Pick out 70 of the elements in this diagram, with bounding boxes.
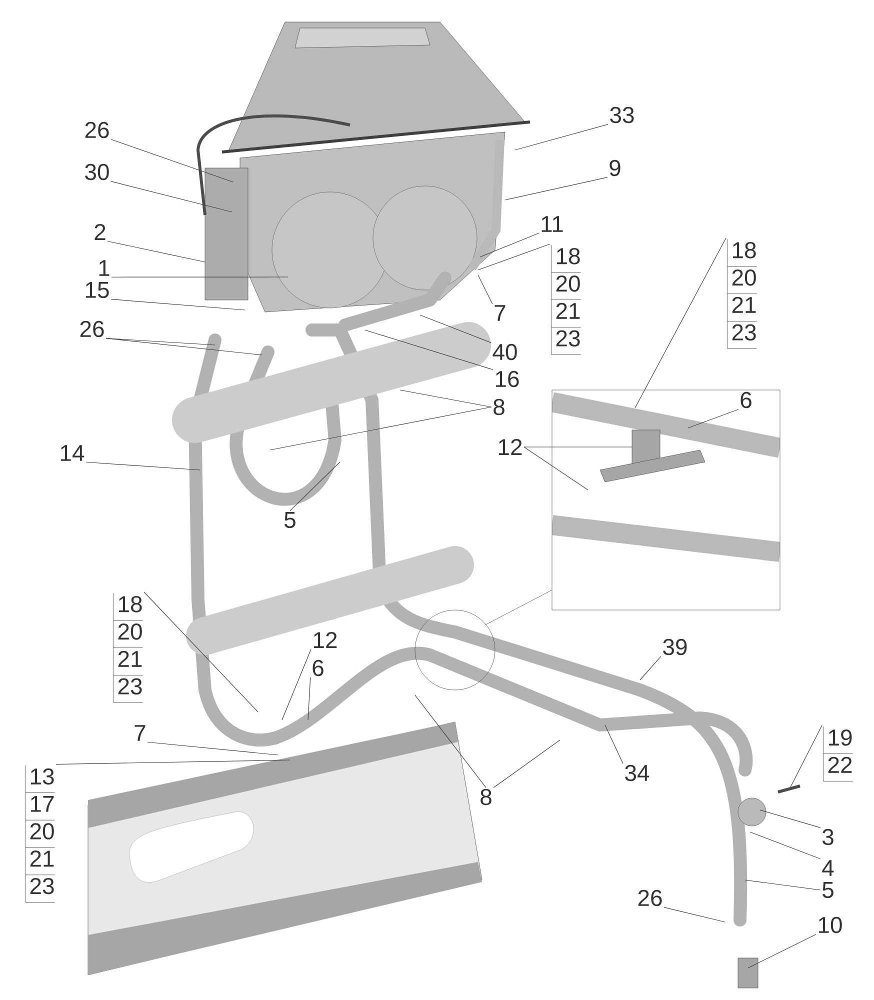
leader-line — [480, 232, 540, 258]
leader-line — [760, 810, 821, 828]
leader-line — [106, 338, 262, 356]
leader-line — [420, 314, 492, 343]
callout-number: 11 — [542, 216, 563, 232]
callout-number: 14 — [60, 445, 84, 461]
leader-line — [478, 274, 493, 304]
callout-stack: 18 20 21 23 — [727, 239, 757, 349]
leader-line — [282, 648, 312, 720]
leader-line — [106, 338, 216, 346]
leader-line — [308, 677, 311, 720]
callout-stack: 19 22 — [823, 726, 853, 782]
leader-line — [790, 725, 822, 788]
leader-line — [400, 390, 492, 408]
leader-line — [107, 240, 206, 262]
leader-line — [688, 409, 739, 428]
callout-number: 12 — [314, 632, 337, 648]
callout-stack: 18 20 21 23 — [113, 593, 143, 703]
leader-line — [748, 934, 816, 968]
leader-line — [144, 592, 258, 712]
callout-number: 33 — [610, 106, 634, 124]
leader-line — [147, 742, 278, 756]
leader-line — [524, 446, 632, 448]
leader-line — [86, 462, 200, 470]
leader-line — [744, 880, 821, 890]
callout-number: 6 — [740, 392, 752, 408]
leader-line — [750, 832, 821, 860]
callout-number: 8 — [480, 788, 492, 806]
callout-number: 16 — [496, 370, 519, 388]
callout-number: 5 — [822, 882, 834, 898]
callout-number: 5 — [284, 512, 296, 528]
leader-line — [110, 139, 234, 182]
callout-number: 40 — [492, 344, 517, 360]
callout-number: 7 — [494, 305, 506, 321]
callout-number: 12 — [498, 438, 522, 456]
leader-line — [110, 181, 232, 212]
callout-stack: 18 20 21 23 — [551, 245, 581, 355]
leader-line — [504, 177, 608, 200]
leader-line — [664, 907, 726, 922]
callout-number: 6 — [312, 660, 324, 676]
leader-line — [604, 724, 624, 764]
callout-number: 8 — [494, 398, 504, 416]
leader-line — [110, 298, 246, 310]
callout-stack: 13 17 20 21 23 — [25, 765, 56, 902]
leader-line — [414, 694, 486, 788]
callout-number: 2 — [94, 224, 106, 240]
callout-number: 10 — [818, 916, 842, 934]
callout-number: 9 — [610, 160, 620, 176]
callout-number: 39 — [663, 638, 687, 656]
callout-number: 7 — [134, 725, 146, 741]
callout-number: 1 — [99, 260, 110, 276]
callout-number: 26 — [85, 122, 109, 138]
leader-line — [56, 760, 290, 765]
leader-line — [111, 276, 288, 278]
leader-line — [493, 740, 560, 788]
leader-line — [364, 330, 494, 370]
leader-line — [514, 124, 608, 150]
callout-number: 26 — [638, 890, 662, 906]
leader-line — [640, 656, 662, 680]
leader-line — [270, 406, 492, 450]
callout-number: 3 — [822, 828, 834, 846]
leader-line — [478, 244, 550, 270]
callout-number: 15 — [86, 282, 109, 298]
leader-line — [634, 238, 726, 408]
callout-number: 34 — [625, 764, 650, 782]
callout-number: 26 — [80, 320, 104, 338]
leader-line — [524, 446, 588, 490]
callout-number: 4 — [822, 860, 834, 876]
callout-number: 30 — [85, 164, 109, 180]
leader-line — [290, 462, 340, 512]
